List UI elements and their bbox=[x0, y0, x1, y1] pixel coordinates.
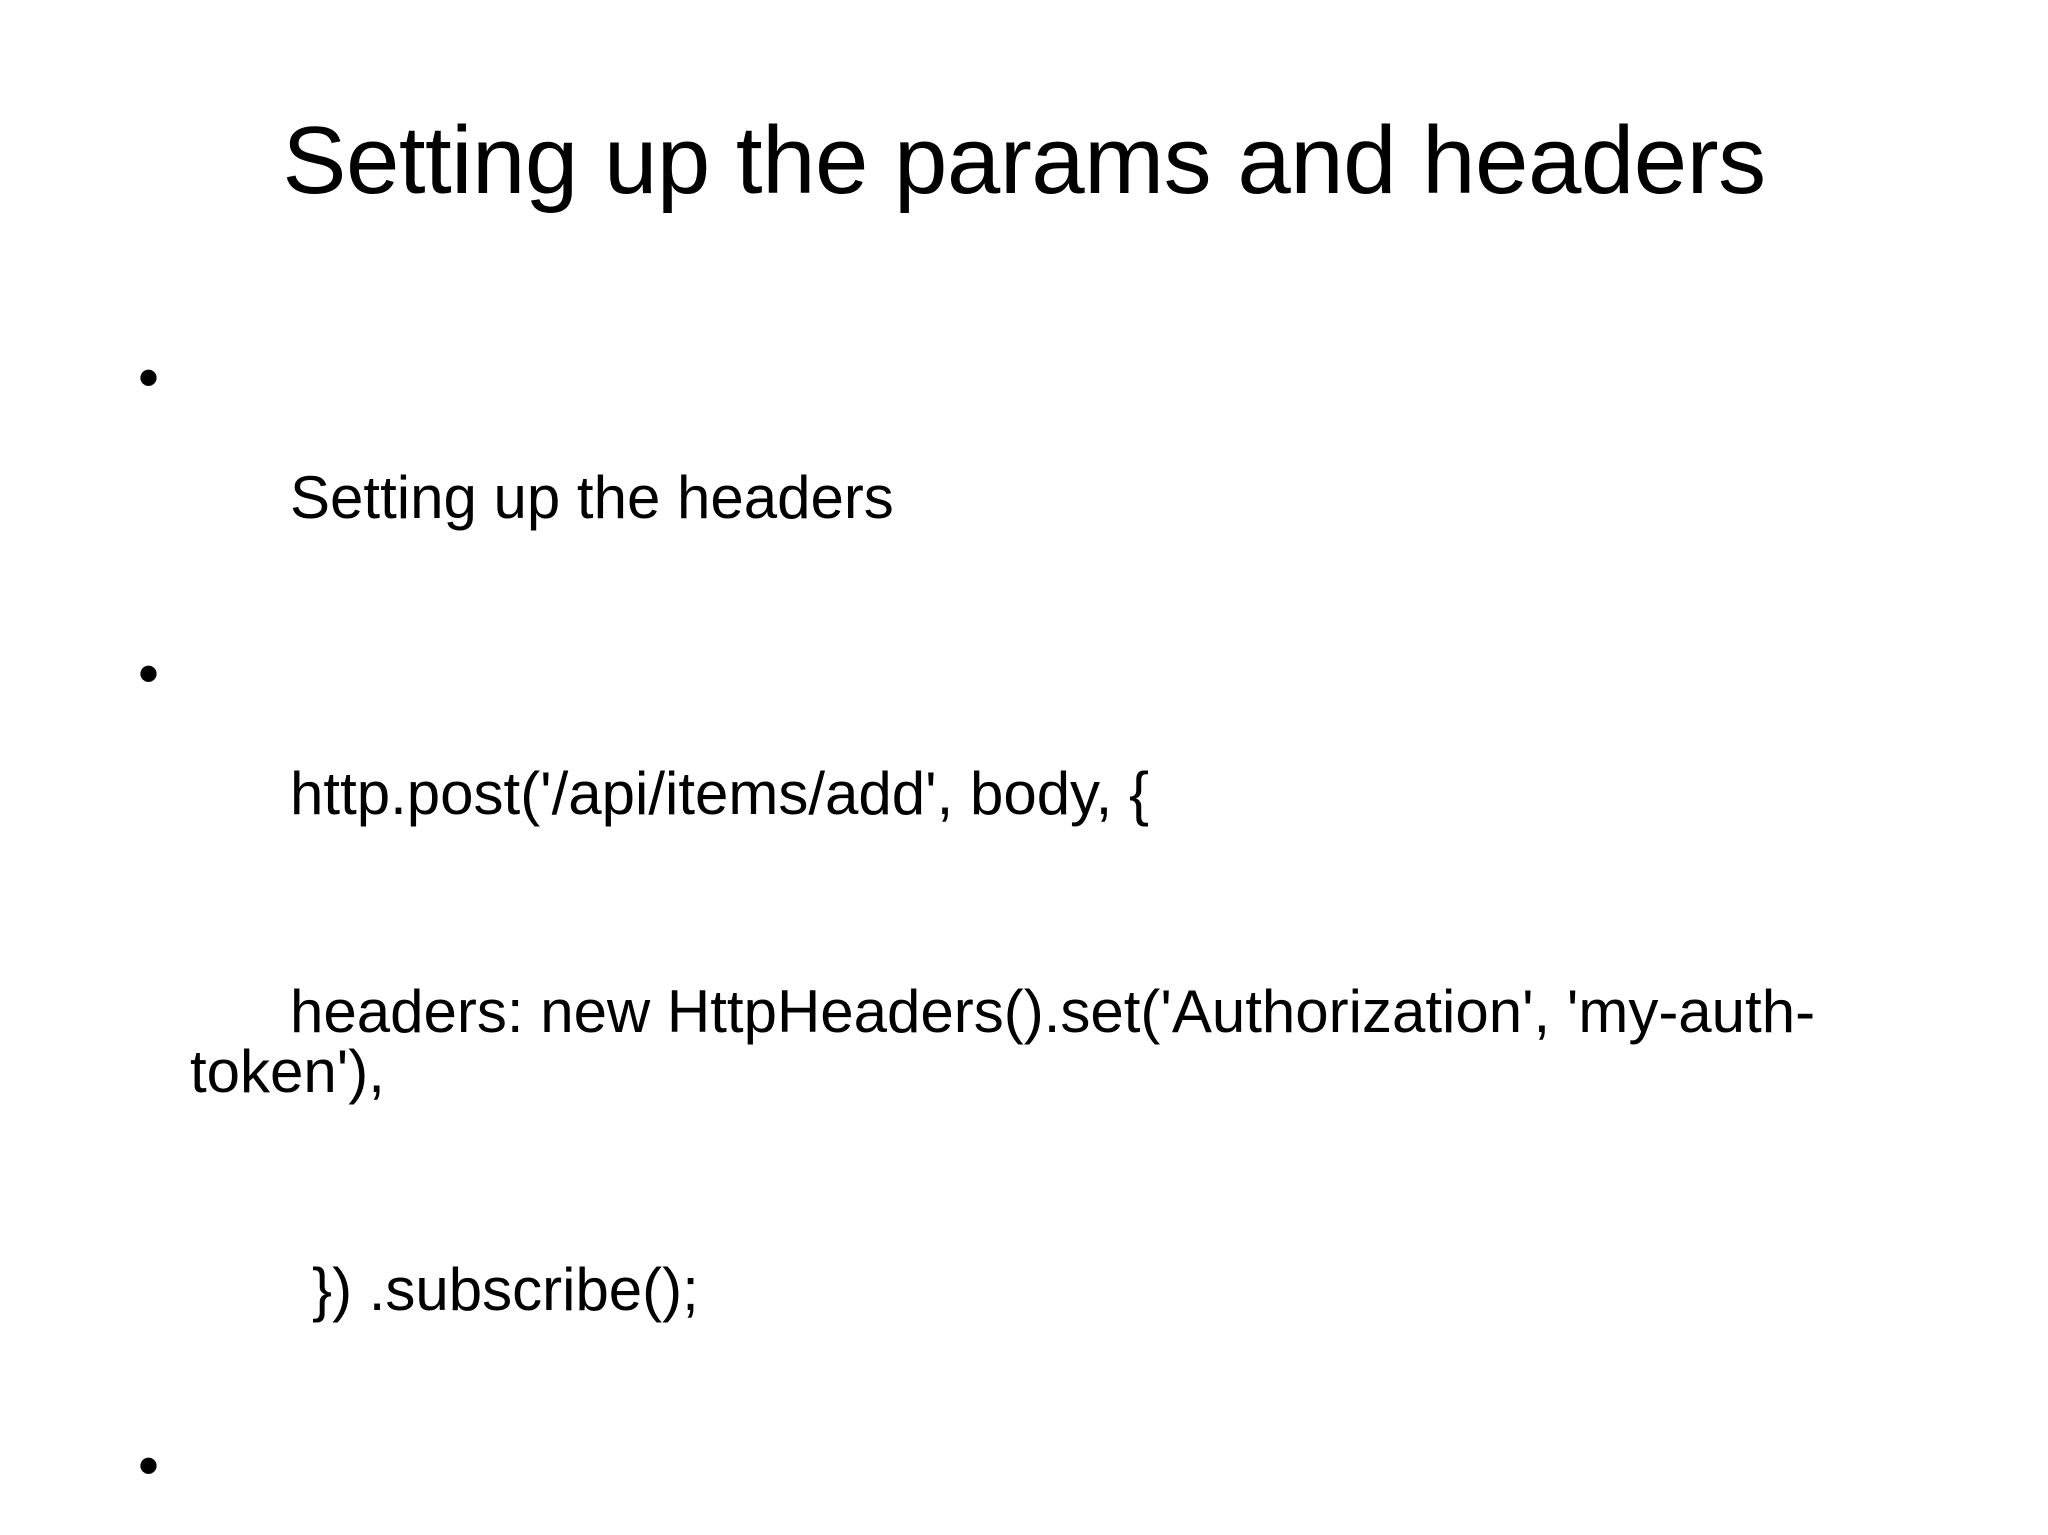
bullet-icon: • bbox=[138, 1432, 160, 1499]
list-item-text: }) .subscribe(); bbox=[312, 1256, 699, 1323]
list-item: • http.post('/api/items/add', body, { bbox=[128, 644, 1928, 884]
list-item-text: http.post('/api/items/add', body, { bbox=[290, 760, 1149, 827]
list-item-continuation: headers: new HttpHeaders().set('Authoriz… bbox=[128, 922, 1928, 1162]
list-item-text: headers: new HttpHeaders().set('Authoriz… bbox=[190, 978, 1816, 1105]
page-title: Setting up the params and headers bbox=[282, 107, 1766, 214]
slide-body: • Setting up the headers • http.post('/a… bbox=[128, 348, 1928, 1535]
bullet-icon: • bbox=[138, 640, 160, 707]
list-item-text: Setting up the headers bbox=[290, 464, 894, 531]
spacer bbox=[128, 588, 1928, 644]
list-item: • Setting up the headers bbox=[128, 348, 1928, 588]
spacer bbox=[128, 1380, 1928, 1436]
list-item-continuation: }) .subscribe(); bbox=[128, 1200, 1928, 1380]
spacer bbox=[128, 884, 1928, 922]
bullet-icon: • bbox=[138, 344, 160, 411]
spacer bbox=[128, 1162, 1928, 1200]
list-item: • Setting up the params bbox=[128, 1436, 1928, 1535]
